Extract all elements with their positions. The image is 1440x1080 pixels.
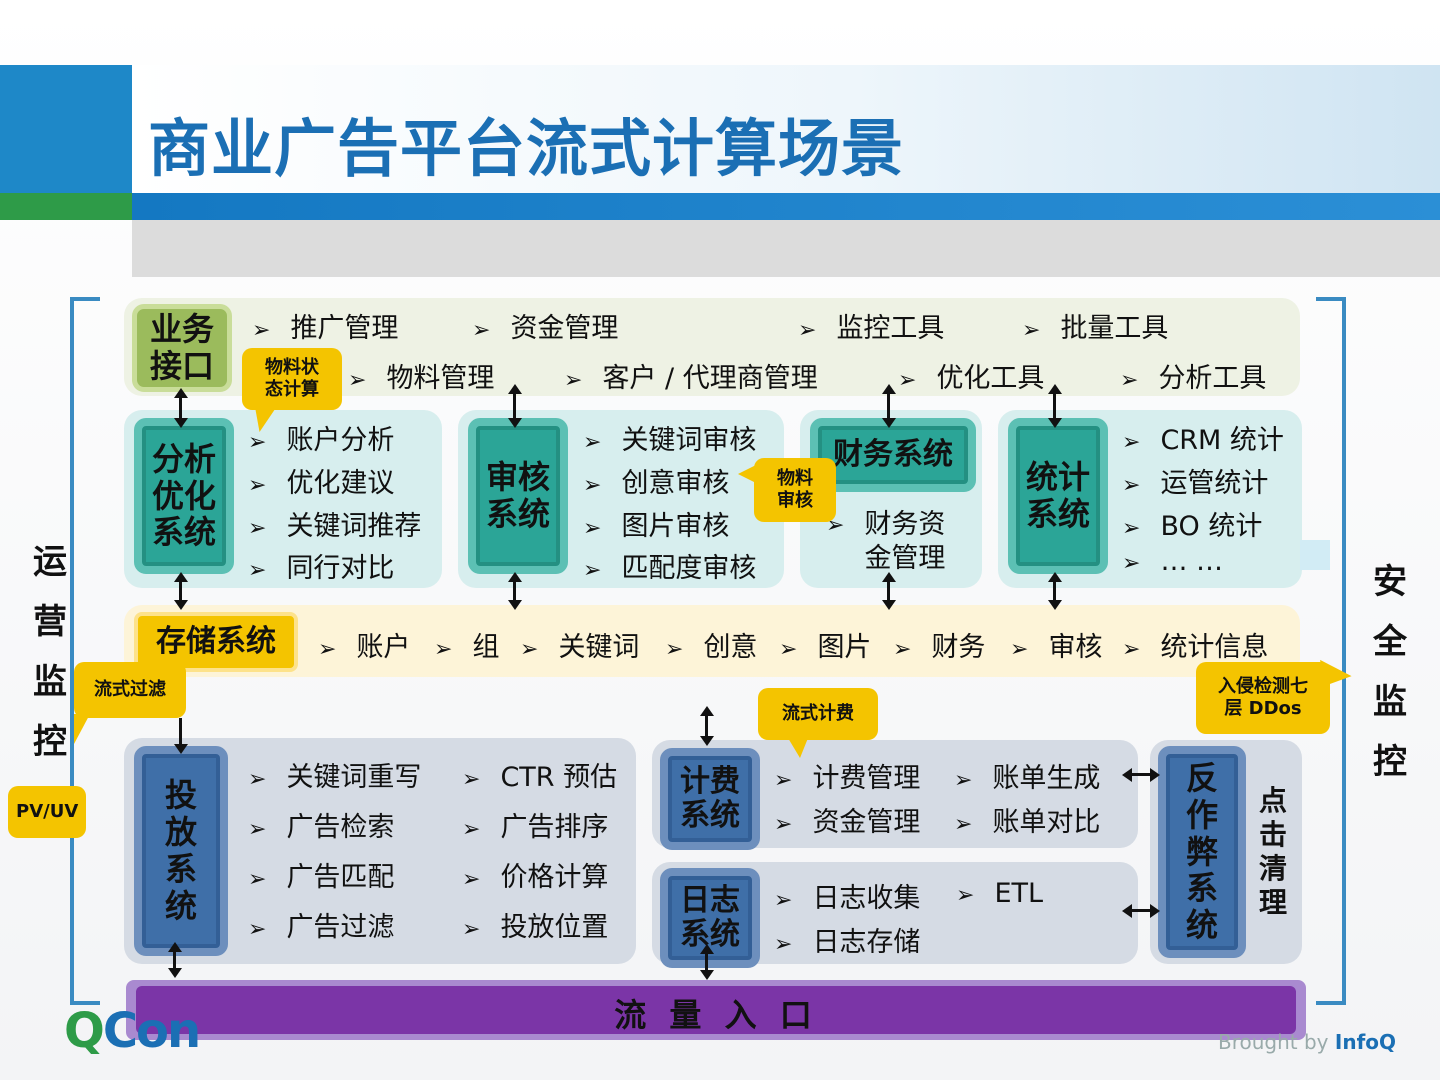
callout-tail xyxy=(788,738,808,758)
callout-tail xyxy=(738,464,758,484)
stats-item: ➢CRM 统计 xyxy=(1122,425,1284,456)
connector-arrow-down xyxy=(174,718,188,754)
callout-stream-billing: 流式计费 xyxy=(758,688,878,740)
stats-item: ➢运管统计 xyxy=(1122,468,1269,499)
anticheat-system-box: 反作弊系统 xyxy=(1158,746,1246,958)
audit-item: ➢创意审核 xyxy=(583,468,730,499)
business-item: ➢优化工具 xyxy=(898,363,1045,394)
stats-item: ➢BO 统计 xyxy=(1122,511,1263,542)
connector-arrow xyxy=(508,572,522,610)
storage-item: ➢财务 xyxy=(893,632,986,663)
connector-arrow xyxy=(882,572,896,610)
connector-arrow xyxy=(700,944,714,980)
callout-intrusion: 入侵检测七层 DDos xyxy=(1196,662,1330,734)
delivery-system-box: 投放系统 xyxy=(134,746,228,956)
analysis-item: ➢优化建议 xyxy=(248,468,395,499)
header-blue-band xyxy=(132,193,1440,220)
callout-tail xyxy=(74,714,90,744)
log-item: ➢日志存储 xyxy=(774,927,921,958)
billing-item: ➢账单生成 xyxy=(954,763,1101,794)
traffic-entrance-bar xyxy=(136,986,1296,1034)
stats-item: ➢… … xyxy=(1122,546,1224,577)
analysis-system-box: 分析优化系统 xyxy=(134,418,234,574)
storage-item: ➢关键词 xyxy=(520,632,640,663)
stats-system-box: 统计系统 xyxy=(1008,418,1108,574)
business-item: ➢物料管理 xyxy=(348,363,495,394)
header-gray-band xyxy=(132,220,1440,277)
delivery-item: ➢关键词重写 xyxy=(248,762,422,793)
audit-item: ➢图片审核 xyxy=(583,511,730,542)
business-item: ➢监控工具 xyxy=(798,313,945,344)
delivery-item: ➢CTR 预估 xyxy=(462,762,618,793)
right-bracket xyxy=(1316,297,1346,1005)
business-item: ➢客户 / 代理商管理 xyxy=(564,363,818,394)
audit-item: ➢匹配度审核 xyxy=(583,553,757,584)
click-cleanup-label: 点击清理 xyxy=(1258,784,1287,919)
decor-square xyxy=(1300,540,1330,570)
delivery-item: ➢投放位置 xyxy=(462,912,609,943)
connector-arrow xyxy=(700,706,714,746)
billing-system-box: 计费系统 xyxy=(660,748,760,850)
header-green-strip xyxy=(0,193,132,220)
storage-item: ➢组 xyxy=(434,632,500,663)
callout-pvuv: PV/UV xyxy=(8,786,86,838)
audit-item: ➢关键词审核 xyxy=(583,425,757,456)
left-side-label: 运营监控 xyxy=(33,542,67,762)
billing-item: ➢账单对比 xyxy=(954,807,1101,838)
h-double-arrow xyxy=(1122,904,1160,918)
business-item: ➢批量工具 xyxy=(1022,313,1169,344)
business-interface-box: 业务接口 xyxy=(132,304,232,392)
finance-item: ➢财务资金管理 xyxy=(826,509,946,574)
connector-arrow xyxy=(1048,572,1062,610)
connector-arrow xyxy=(508,384,522,428)
business-item: ➢推广管理 xyxy=(252,313,399,344)
storage-panel xyxy=(124,605,1300,677)
callout-material-state: 物料状态计算 xyxy=(242,348,342,410)
brought-by: Brought by InfoQ xyxy=(1218,1030,1397,1054)
business-item: ➢分析工具 xyxy=(1120,363,1267,394)
callout-tail xyxy=(249,404,279,432)
analysis-item: ➢关键词推荐 xyxy=(248,511,422,542)
delivery-item: ➢广告检索 xyxy=(248,812,395,843)
connector-arrow xyxy=(174,572,188,610)
storage-item: ➢创意 xyxy=(665,632,758,663)
storage-item: ➢审核 xyxy=(1010,632,1103,663)
delivery-item: ➢广告排序 xyxy=(462,812,609,843)
connector-arrow xyxy=(174,388,188,428)
traffic-entrance-label: 流 量 入 口 xyxy=(614,996,818,1034)
connector-arrow xyxy=(882,384,896,428)
log-item: ➢ETL xyxy=(956,878,1044,909)
billing-item: ➢计费管理 xyxy=(774,763,921,794)
billing-item: ➢资金管理 xyxy=(774,807,921,838)
qcon-logo: QCon xyxy=(64,1003,201,1059)
analysis-item: ➢账户分析 xyxy=(248,425,395,456)
callout-material-audit: 物料审核 xyxy=(754,458,836,522)
storage-item: ➢统计信息 xyxy=(1122,632,1269,663)
delivery-item: ➢价格计算 xyxy=(462,862,609,893)
log-item: ➢日志收集 xyxy=(774,883,921,914)
audit-system-box: 审核系统 xyxy=(468,418,568,574)
left-bracket xyxy=(70,297,100,1005)
page-title: 商业广告平台流式计算场景 xyxy=(148,112,905,185)
analysis-item: ➢同行对比 xyxy=(248,553,395,584)
delivery-item: ➢广告过滤 xyxy=(248,912,395,943)
business-item: ➢资金管理 xyxy=(472,313,619,344)
qcon-logo-text: Con xyxy=(102,1003,201,1059)
storage-item: ➢图片 xyxy=(779,632,872,663)
storage-item: ➢账户 xyxy=(318,632,411,663)
delivery-item: ➢广告匹配 xyxy=(248,862,395,893)
connector-arrow xyxy=(168,942,182,978)
header-title-band xyxy=(132,65,1440,193)
right-side-label: 安全监控 xyxy=(1373,562,1407,782)
connector-arrow xyxy=(1048,384,1062,428)
callout-stream-filter: 流式过滤 xyxy=(74,662,186,718)
h-double-arrow xyxy=(1122,768,1160,782)
log-system-box: 日志系统 xyxy=(660,868,760,968)
